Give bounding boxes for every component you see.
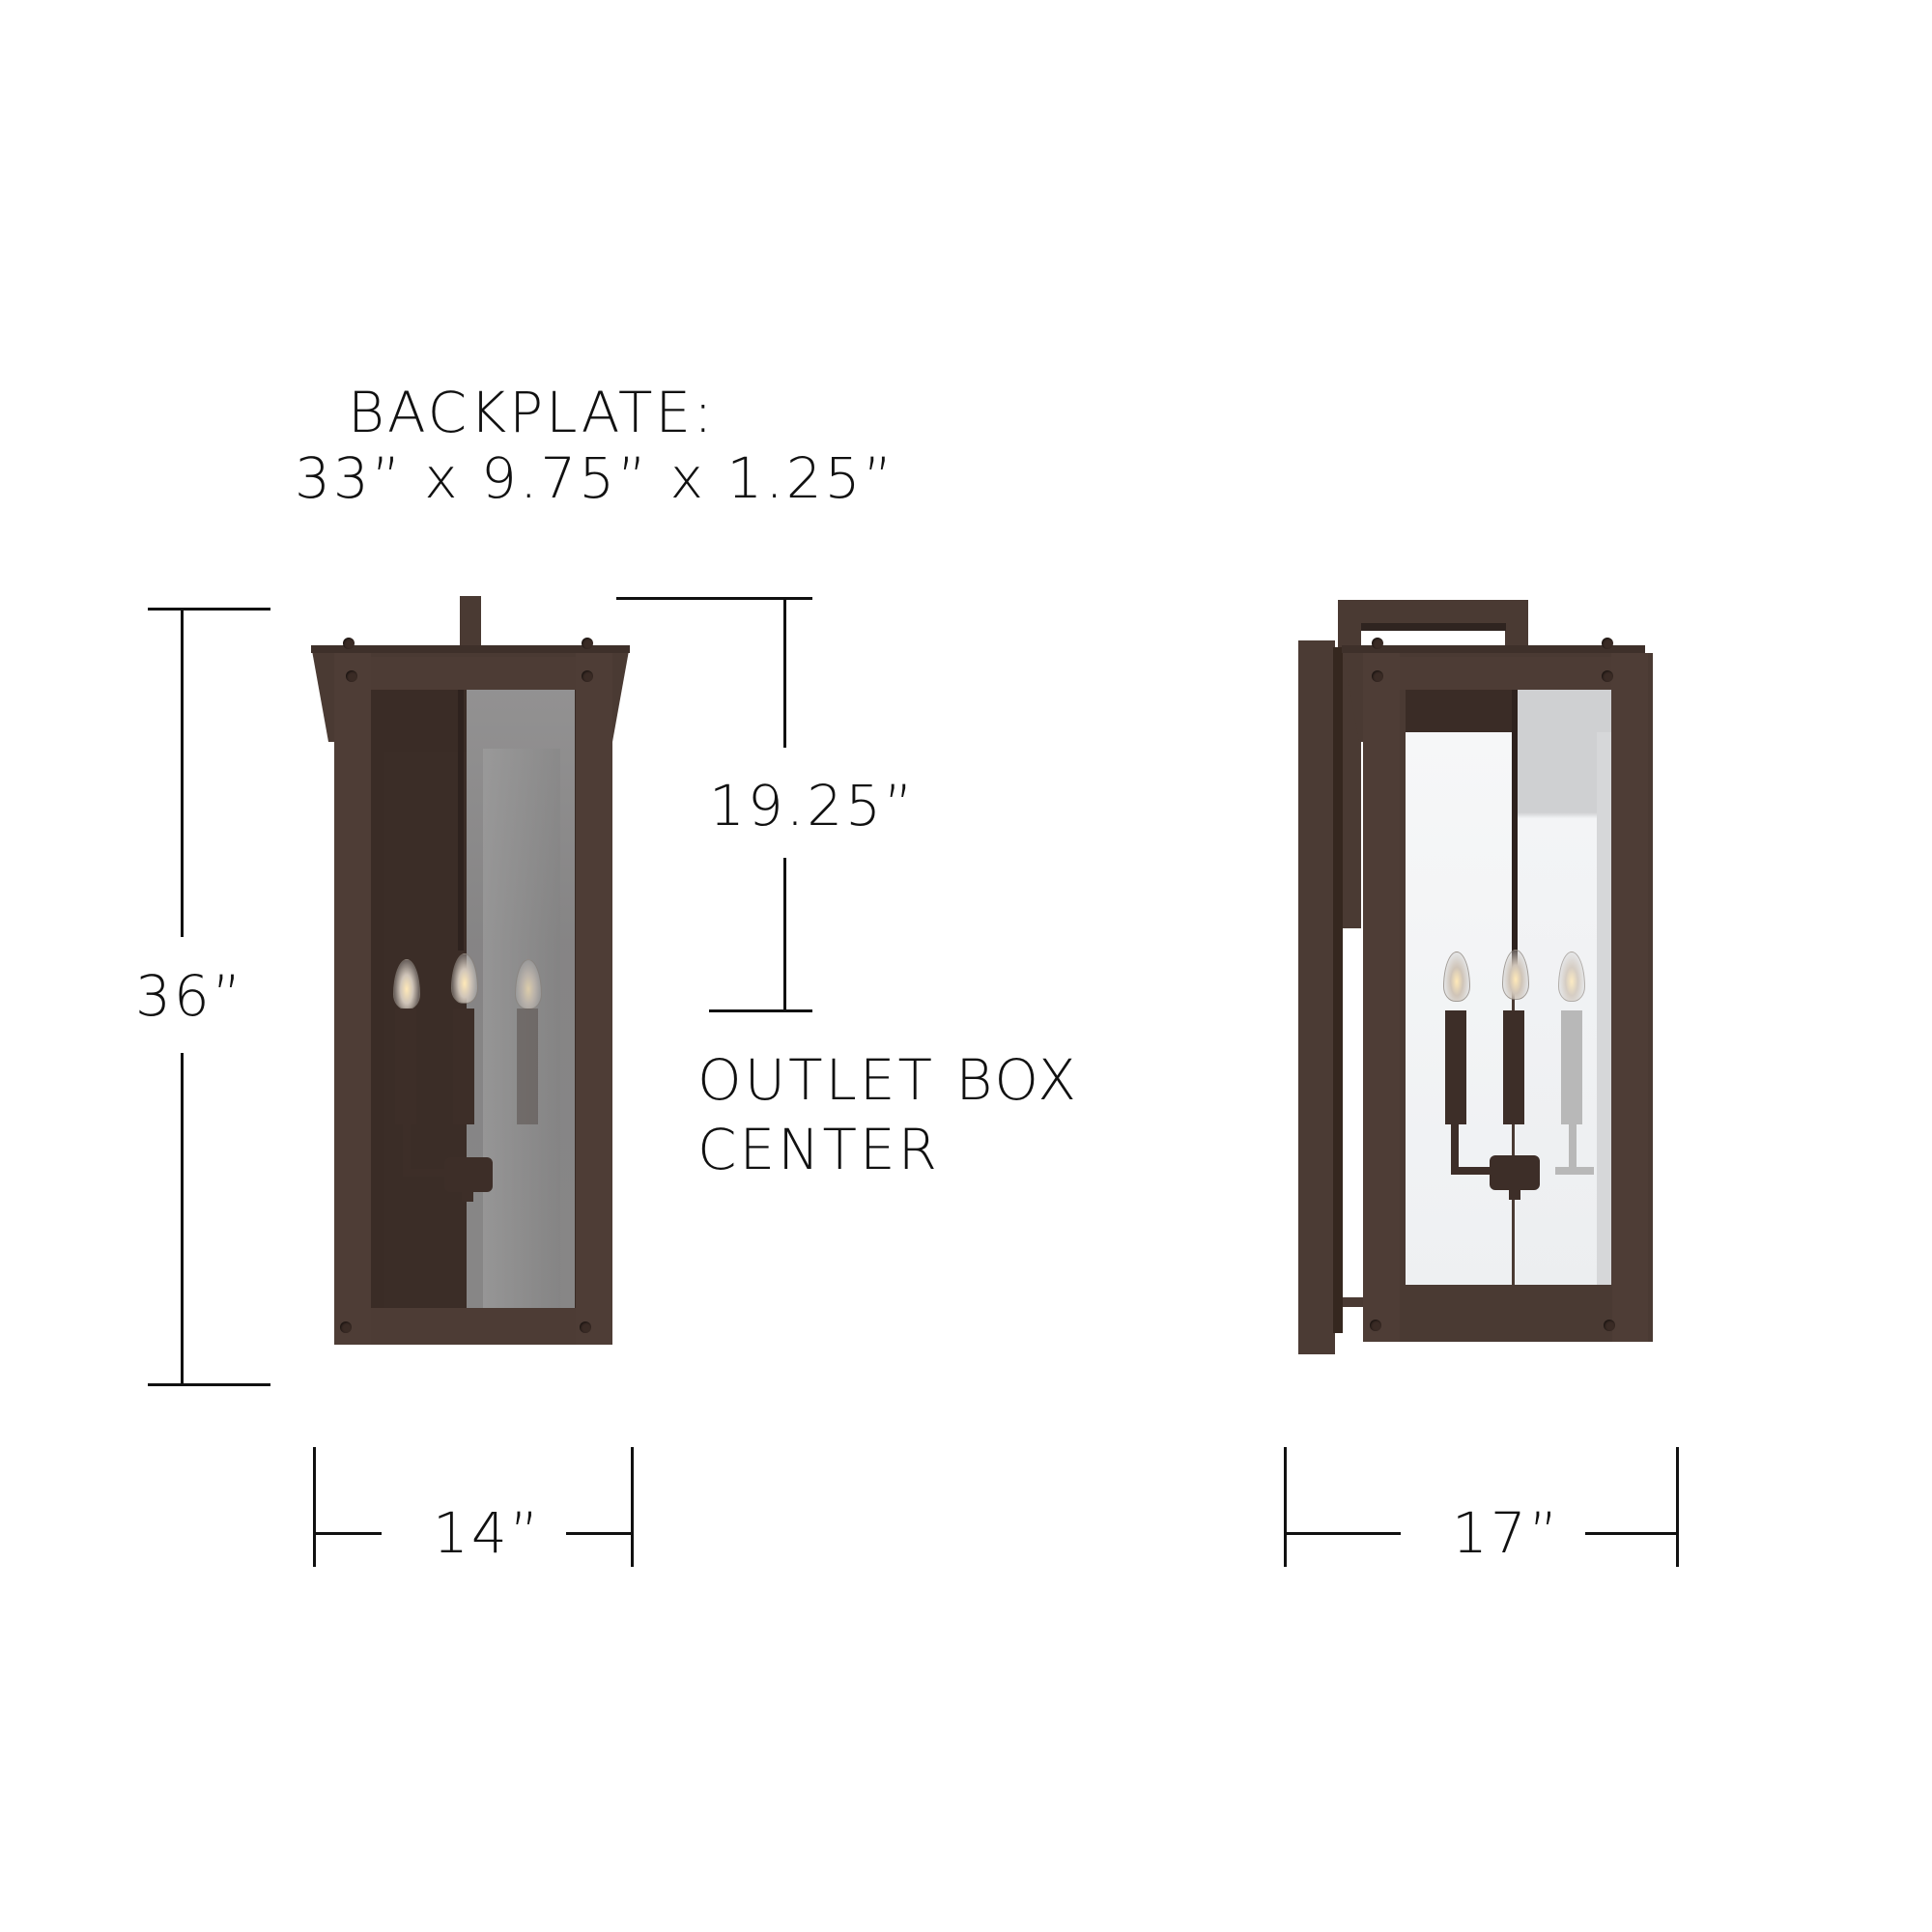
front-mount-stem	[460, 596, 481, 652]
front-bottom-band	[371, 1308, 576, 1345]
side-hub-finial	[1509, 1190, 1520, 1200]
width-label: 14”	[433, 1500, 542, 1566]
front-center-rod	[458, 690, 464, 951]
side-rivet	[1602, 638, 1613, 649]
side-left-post	[1363, 653, 1400, 1342]
depth-left-tick	[1284, 1447, 1287, 1567]
front-rivet	[343, 638, 355, 649]
outlet-bottom-tick	[709, 1009, 812, 1012]
depth-right-tick	[1676, 1447, 1679, 1567]
front-arm	[403, 1169, 470, 1177]
side-rivet	[1372, 670, 1383, 682]
front-candle-sleeve	[517, 1009, 538, 1124]
height-label: 36”	[135, 963, 244, 1029]
front-rivet	[582, 638, 593, 649]
front-hub	[444, 1157, 493, 1192]
backplate-title: BACKPLATE:	[348, 380, 716, 445]
side-bracket-top	[1338, 600, 1528, 623]
side-arm	[1451, 1167, 1509, 1175]
width-line-left	[315, 1532, 382, 1535]
backplate-dimensions: 33” x 9.75” x 1.25”	[295, 445, 895, 511]
side-bottom-arm	[1343, 1297, 1381, 1307]
side-top-band	[1400, 657, 1612, 690]
bulb-icon	[1558, 952, 1585, 1002]
front-glass-reflection	[483, 749, 560, 1319]
side-candle-sleeve	[1503, 1010, 1524, 1124]
front-candle-sleeve	[395, 1009, 416, 1124]
height-line-lower	[181, 1053, 184, 1384]
width-line-right	[566, 1532, 633, 1535]
outlet-line-lower	[783, 858, 786, 1010]
side-rivet	[1602, 670, 1613, 682]
side-rivet	[1372, 638, 1383, 649]
front-left-post	[334, 653, 371, 1345]
height-top-tick	[148, 608, 270, 611]
height-bottom-tick	[148, 1383, 270, 1386]
width-right-tick	[631, 1447, 634, 1567]
side-top-interior	[1406, 689, 1515, 732]
front-rivet	[580, 1321, 591, 1333]
width-left-tick	[313, 1447, 316, 1567]
front-top-band	[371, 657, 576, 690]
outlet-box-label-line1: OUTLET BOX	[697, 1047, 1079, 1113]
front-rivet	[340, 1321, 352, 1333]
bulb-icon	[451, 953, 478, 1004]
front-hub-finial	[462, 1192, 473, 1202]
side-bottom-band	[1400, 1285, 1612, 1342]
front-right-post	[576, 653, 612, 1345]
side-hub	[1490, 1155, 1540, 1190]
outlet-box-label-line2: CENTER	[697, 1117, 940, 1182]
depth-line-left	[1286, 1532, 1401, 1535]
front-rivet	[346, 670, 357, 682]
side-rivet	[1604, 1320, 1615, 1331]
outlet-top-tick	[616, 597, 812, 600]
side-right-post	[1611, 653, 1648, 1342]
side-bracket-inner	[1361, 623, 1506, 631]
outlet-line-upper	[783, 598, 786, 748]
side-arm	[1451, 1124, 1459, 1175]
side-backplate-edge	[1333, 647, 1343, 1333]
depth-line-right	[1585, 1532, 1678, 1535]
bulb-icon	[515, 959, 542, 1009]
height-line-upper	[181, 609, 184, 937]
side-arm-ghost	[1569, 1124, 1577, 1173]
outlet-height-label: 19.25”	[709, 773, 917, 838]
bulb-icon	[393, 959, 420, 1009]
bulb-icon	[1502, 950, 1529, 1000]
side-backplate	[1298, 640, 1335, 1354]
side-center-rod	[1512, 690, 1518, 970]
depth-label: 17”	[1452, 1500, 1561, 1566]
side-glass-edge	[1597, 732, 1611, 1307]
front-rivet	[582, 670, 593, 682]
side-candle-sleeve	[1445, 1010, 1466, 1124]
side-candle-sleeve	[1561, 1010, 1582, 1124]
front-arm	[403, 1124, 411, 1175]
bulb-icon	[1443, 952, 1470, 1002]
front-candle-sleeve	[453, 1009, 474, 1124]
side-rivet	[1370, 1320, 1381, 1331]
